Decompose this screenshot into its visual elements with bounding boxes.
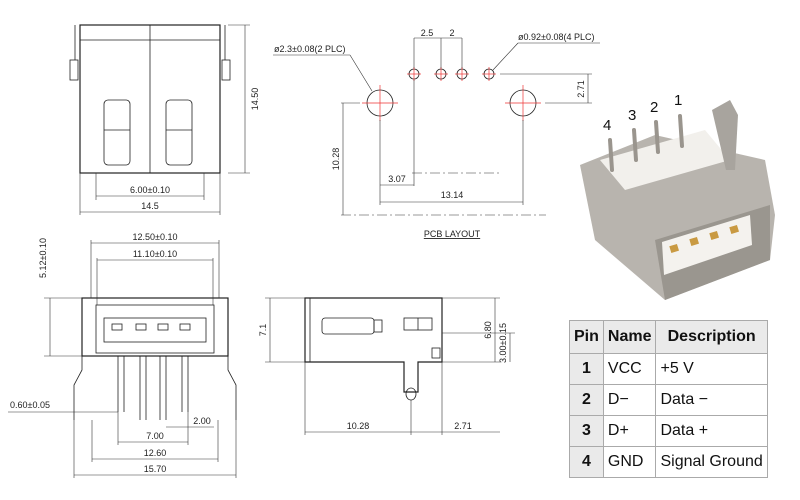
pin-number: 1 — [569, 353, 604, 385]
table-row: 4 GND Signal Ground — [569, 446, 768, 478]
front-view-body — [81, 297, 229, 357]
inner-width-label: 11.10±0.10 — [133, 249, 177, 259]
small-hole-label: ø0.92±0.08(4 PLC) — [518, 32, 594, 42]
top-height-label: 14.50 — [250, 88, 260, 111]
table-row: 1 VCC +5 V — [569, 353, 768, 385]
pinout-table: Pin Name Description 1 VCC +5 V 2 D− Dat… — [569, 320, 768, 478]
body-height-label: 6.80 — [483, 321, 493, 339]
pin-offset-label: 3.00±0.15 — [498, 323, 508, 363]
top-view: 14.50 6.00±0.10 14.5 — [69, 24, 260, 215]
pin-holes — [407, 67, 496, 81]
side-view-body — [304, 297, 443, 393]
photo-pin-4-label: 4 — [603, 117, 611, 134]
pin-name: D+ — [602, 415, 657, 447]
front-view: 12.50±0.10 11.10±0.10 5.12±0.10 0.60±0.0… — [8, 232, 237, 478]
photo-pin-2-label: 2 — [650, 99, 658, 116]
pcb-layout-title: PCB LAYOUT — [424, 229, 481, 239]
pin-description: Data + — [655, 415, 768, 447]
side-height-label: 7.1 — [258, 324, 268, 337]
photo-pin-1-label: 1 — [674, 92, 682, 109]
total-width-label: 15.70 — [144, 464, 167, 474]
pin-number: 2 — [569, 384, 604, 416]
pin-name: D− — [602, 384, 657, 416]
tail-label: 2.71 — [454, 421, 472, 431]
pin-pitch-label: 2.00 — [193, 416, 211, 426]
outer-width-label: 12.50±0.10 — [133, 232, 178, 242]
pin-number: 4 — [569, 446, 604, 478]
pin-width-label: 0.60±0.05 — [10, 400, 50, 410]
top-width-label: 14.5 — [141, 201, 159, 211]
photo-pin-3-label: 3 — [628, 107, 636, 124]
pin-name: VCC — [602, 353, 657, 385]
header-description: Description — [655, 320, 768, 354]
table-row: 3 D+ Data + — [569, 415, 768, 447]
pin-description: +5 V — [655, 353, 768, 385]
pcb-layout: 2.5 2 ø2.3±0.08(2 PLC) ø0.92±0.08(4 PLC)… — [273, 28, 600, 239]
table-row: 2 D− Data − — [569, 384, 768, 416]
pin-description: Data − — [655, 384, 768, 416]
header-pin: Pin — [569, 320, 604, 354]
tab-span-label: 12.60 — [144, 448, 167, 458]
large-hole-label: ø2.3±0.08(2 PLC) — [274, 44, 345, 54]
pin-name: GND — [602, 446, 657, 478]
pin-number: 3 — [569, 415, 604, 447]
length-label: 10.28 — [347, 421, 370, 431]
header-name: Name — [602, 320, 657, 354]
pin-description: Signal Ground — [655, 446, 768, 478]
pin-span-label: 7.00 — [146, 431, 164, 441]
top-inner-width-label: 6.00±0.10 — [130, 185, 170, 195]
offset-y-label: 2.71 — [576, 80, 586, 98]
span-label: 13.14 — [441, 190, 464, 200]
connector-photo: 4 3 2 1 — [580, 92, 775, 300]
table-header-row: Pin Name Description — [569, 320, 768, 354]
pitch-a-label: 2.5 — [421, 28, 434, 38]
side-view: 7.1 6.80 3.00±0.15 10.28 2.71 — [258, 297, 515, 435]
pcb-height-label: 10.28 — [331, 148, 341, 171]
pitch-b-label: 2 — [449, 28, 454, 38]
offset-x-label: 3.07 — [388, 174, 406, 184]
height-label: 5.12±0.10 — [38, 238, 48, 278]
